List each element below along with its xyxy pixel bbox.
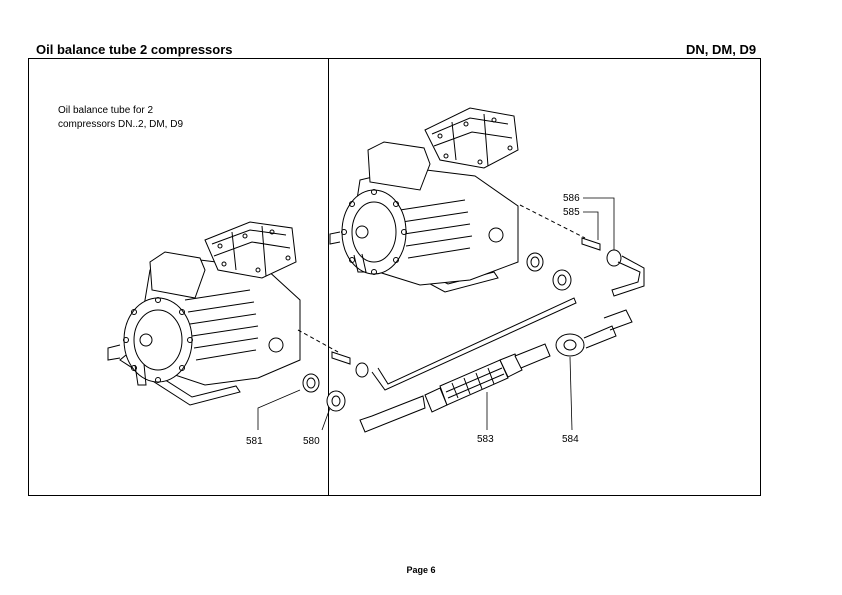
page-title: Oil balance tube 2 compressors <box>36 42 233 57</box>
compressor-right <box>329 107 519 293</box>
frame-divider <box>328 58 329 496</box>
page-number: Page 6 <box>406 565 436 575</box>
part-number-585: 585 <box>563 207 580 218</box>
oil-balance-line <box>297 204 645 433</box>
model-codes: DN, DM, D9 <box>686 42 757 57</box>
part-number-580: 580 <box>303 436 320 447</box>
caption-line-1: Oil balance tube for 2 <box>58 105 154 116</box>
part-number-583: 583 <box>477 434 494 445</box>
caption-line-2: compressors DN..2, DM, D9 <box>58 119 184 130</box>
drawing-caption: Oil balance tube for 2 compressors DN..2… <box>58 104 218 132</box>
part-number-581: 581 <box>246 436 263 447</box>
leader-lines <box>257 197 615 431</box>
drawing-frame <box>28 58 761 496</box>
part-number-584: 584 <box>562 434 579 445</box>
part-number-586: 586 <box>563 193 580 204</box>
compressor-left <box>107 221 301 406</box>
